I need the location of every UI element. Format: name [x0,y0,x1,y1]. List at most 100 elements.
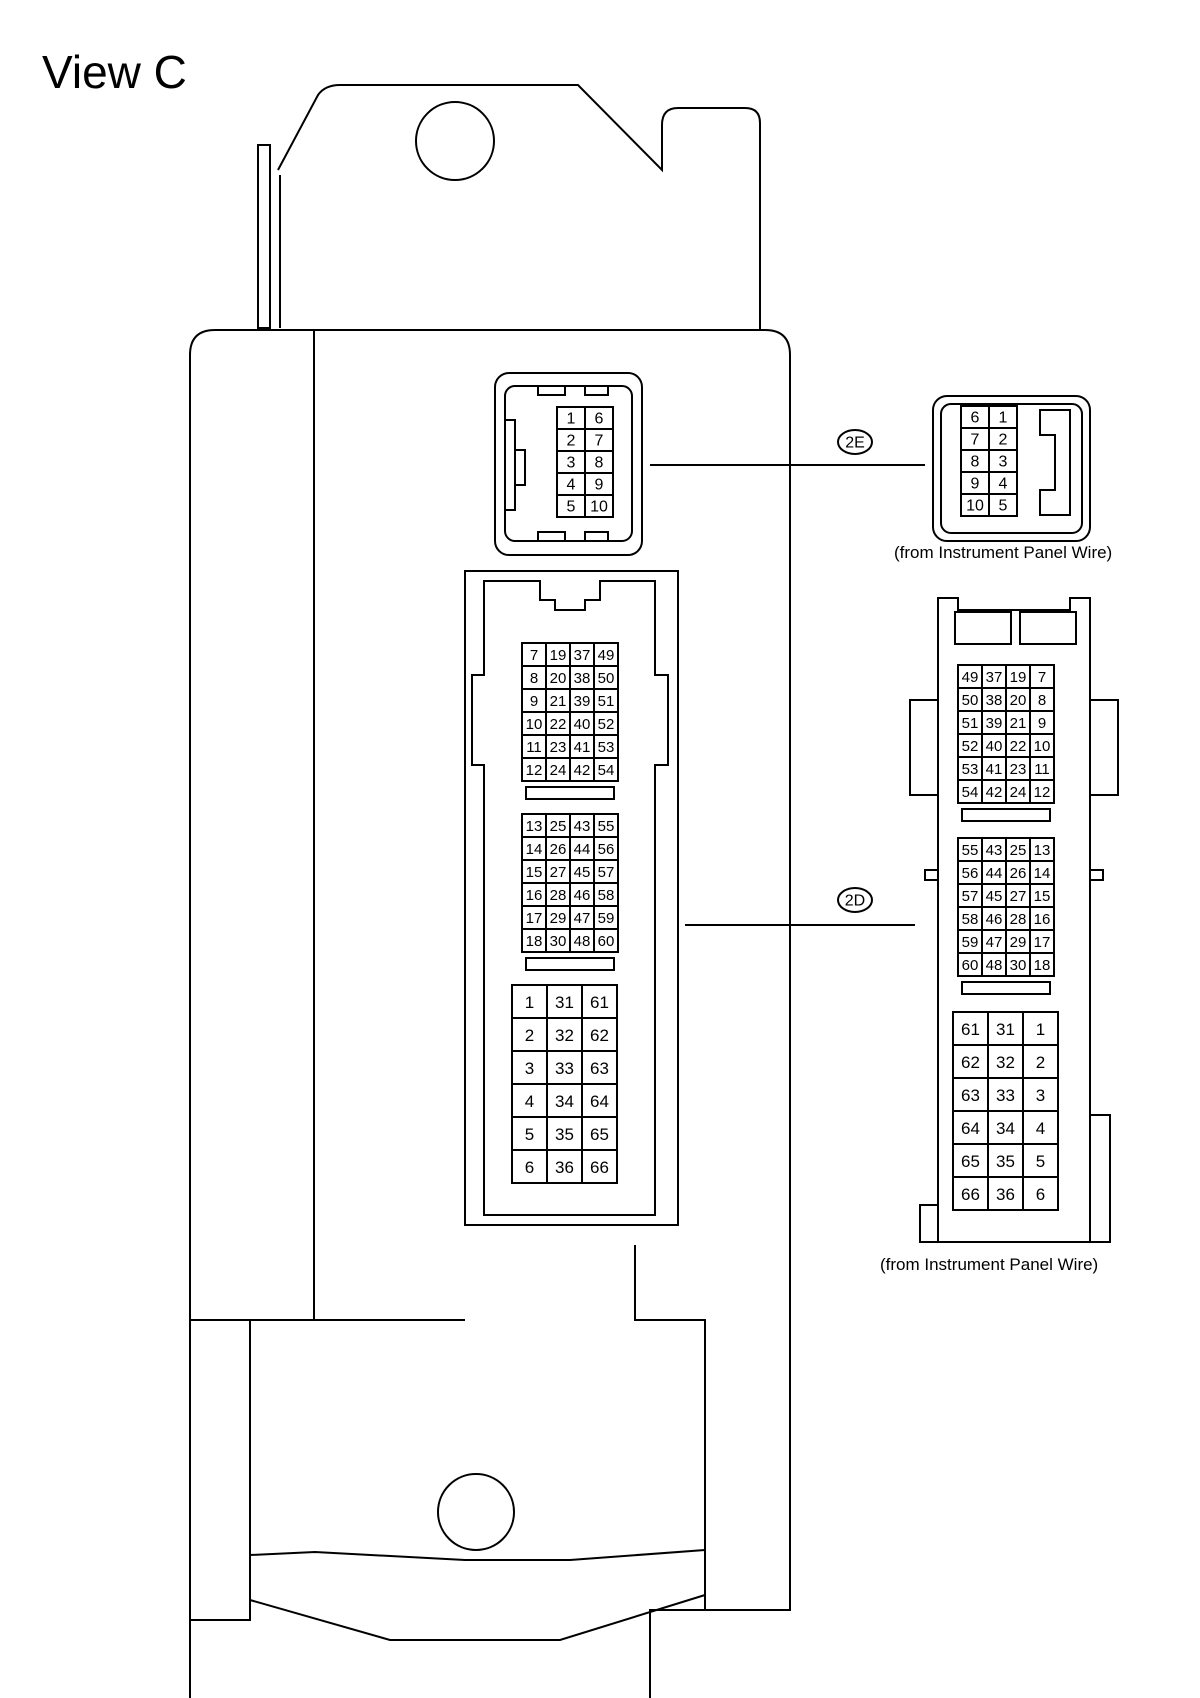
pin-number: 42 [986,784,1003,801]
pin-number: 40 [574,716,591,733]
pin-number: 34 [996,1119,1015,1138]
pin-number: 29 [1010,934,1027,951]
pin-number: 44 [574,841,591,858]
pin-number: 11 [1034,761,1050,778]
pin-number: 1 [999,410,1008,427]
connector-2e-caption: (from Instrument Panel Wire) [894,543,1112,562]
pin-number: 50 [962,692,979,709]
pin-number: 12 [526,762,543,779]
pin-block-separator [961,808,1051,822]
pin-number: 21 [550,693,567,710]
pin-number: 8 [595,455,604,472]
pin-number: 43 [986,842,1003,859]
pin-number: 7 [530,647,538,664]
pin-number: 2 [525,1026,534,1045]
pin-number: 51 [598,693,615,710]
pin-number: 33 [555,1059,574,1078]
pin-number: 25 [1010,842,1027,859]
view-title: View C [42,46,187,98]
pin-number: 3 [525,1059,534,1078]
pin-number: 46 [574,887,591,904]
pin-number: 22 [550,716,567,733]
pin-number: 66 [590,1158,609,1177]
pin-number: 34 [555,1092,574,1111]
pin-number: 31 [996,1020,1015,1039]
pin-number: 35 [996,1152,1015,1171]
pin-number: 13 [1034,842,1051,859]
pin-number: 59 [962,934,979,951]
pin-number: 10 [590,499,608,516]
pin-number: 41 [986,761,1003,778]
pin-block-separator [525,957,615,971]
pin-number: 7 [971,432,980,449]
pin-number: 4 [1036,1119,1045,1138]
pin-number: 62 [590,1026,609,1045]
pin-number: 3 [999,454,1008,471]
pin-number: 8 [971,454,980,471]
pin-number: 59 [598,910,615,927]
pin-number: 32 [996,1053,1015,1072]
pin-number: 12 [1034,784,1051,801]
pin-number: 38 [986,692,1003,709]
pin-number: 5 [999,498,1008,515]
pin-number: 55 [598,818,615,835]
pin-number: 46 [986,911,1003,928]
pin-number: 53 [598,739,615,756]
pin-number: 66 [961,1185,980,1204]
pin-number: 39 [986,715,1003,732]
pin-number: 30 [550,933,567,950]
pin-number: 20 [1010,692,1027,709]
pin-number: 19 [1010,669,1027,686]
pin-number: 52 [962,738,979,755]
pin-number: 35 [555,1125,574,1144]
pin-number: 26 [550,841,567,858]
pin-number: 39 [574,693,591,710]
pin-block-separator [525,786,615,800]
pin-number: 20 [550,670,567,687]
pin-number: 24 [1010,784,1027,801]
pin-number: 24 [550,762,567,779]
pin-number: 64 [590,1092,609,1111]
pin-number: 49 [962,669,979,686]
pin-number: 21 [1010,715,1027,732]
ecu-housing [189,84,791,1698]
pin-number: 16 [526,887,543,904]
pin-number: 60 [598,933,615,950]
pin-number: 41 [574,739,591,756]
pin-number: 36 [555,1158,574,1177]
pin-number: 10 [526,716,543,733]
pin-number: 32 [555,1026,574,1045]
connector-2d-left-housing [464,570,679,1226]
pin-number: 55 [962,842,979,859]
pin-number: 15 [1034,888,1051,905]
pin-number: 27 [550,864,567,881]
pin-number: 16 [1034,911,1051,928]
connector-2e-tag-badge [837,429,873,455]
connector-2e-left-housing [494,372,643,556]
pin-number: 54 [962,784,979,801]
pin-number: 2 [999,432,1008,449]
pin-number: 61 [961,1020,980,1039]
pin-number: 7 [595,433,604,450]
pin-number: 5 [567,499,576,516]
pin-number: 26 [1010,865,1027,882]
pin-number: 45 [986,888,1003,905]
pin-number: 9 [530,693,538,710]
pin-number: 5 [1036,1152,1045,1171]
pin-number: 50 [598,670,615,687]
pin-number: 23 [550,739,567,756]
pin-number: 28 [1010,911,1027,928]
pin-number: 42 [574,762,591,779]
connector-2d-tag-badge [837,887,873,913]
connector-2d-tag: 2D [845,893,865,910]
pin-number: 9 [595,477,604,494]
pin-number: 1 [567,411,576,428]
pin-number: 64 [961,1119,980,1138]
pin-number: 56 [962,865,979,882]
pin-number: 4 [525,1092,534,1111]
pin-number: 6 [1036,1185,1045,1204]
